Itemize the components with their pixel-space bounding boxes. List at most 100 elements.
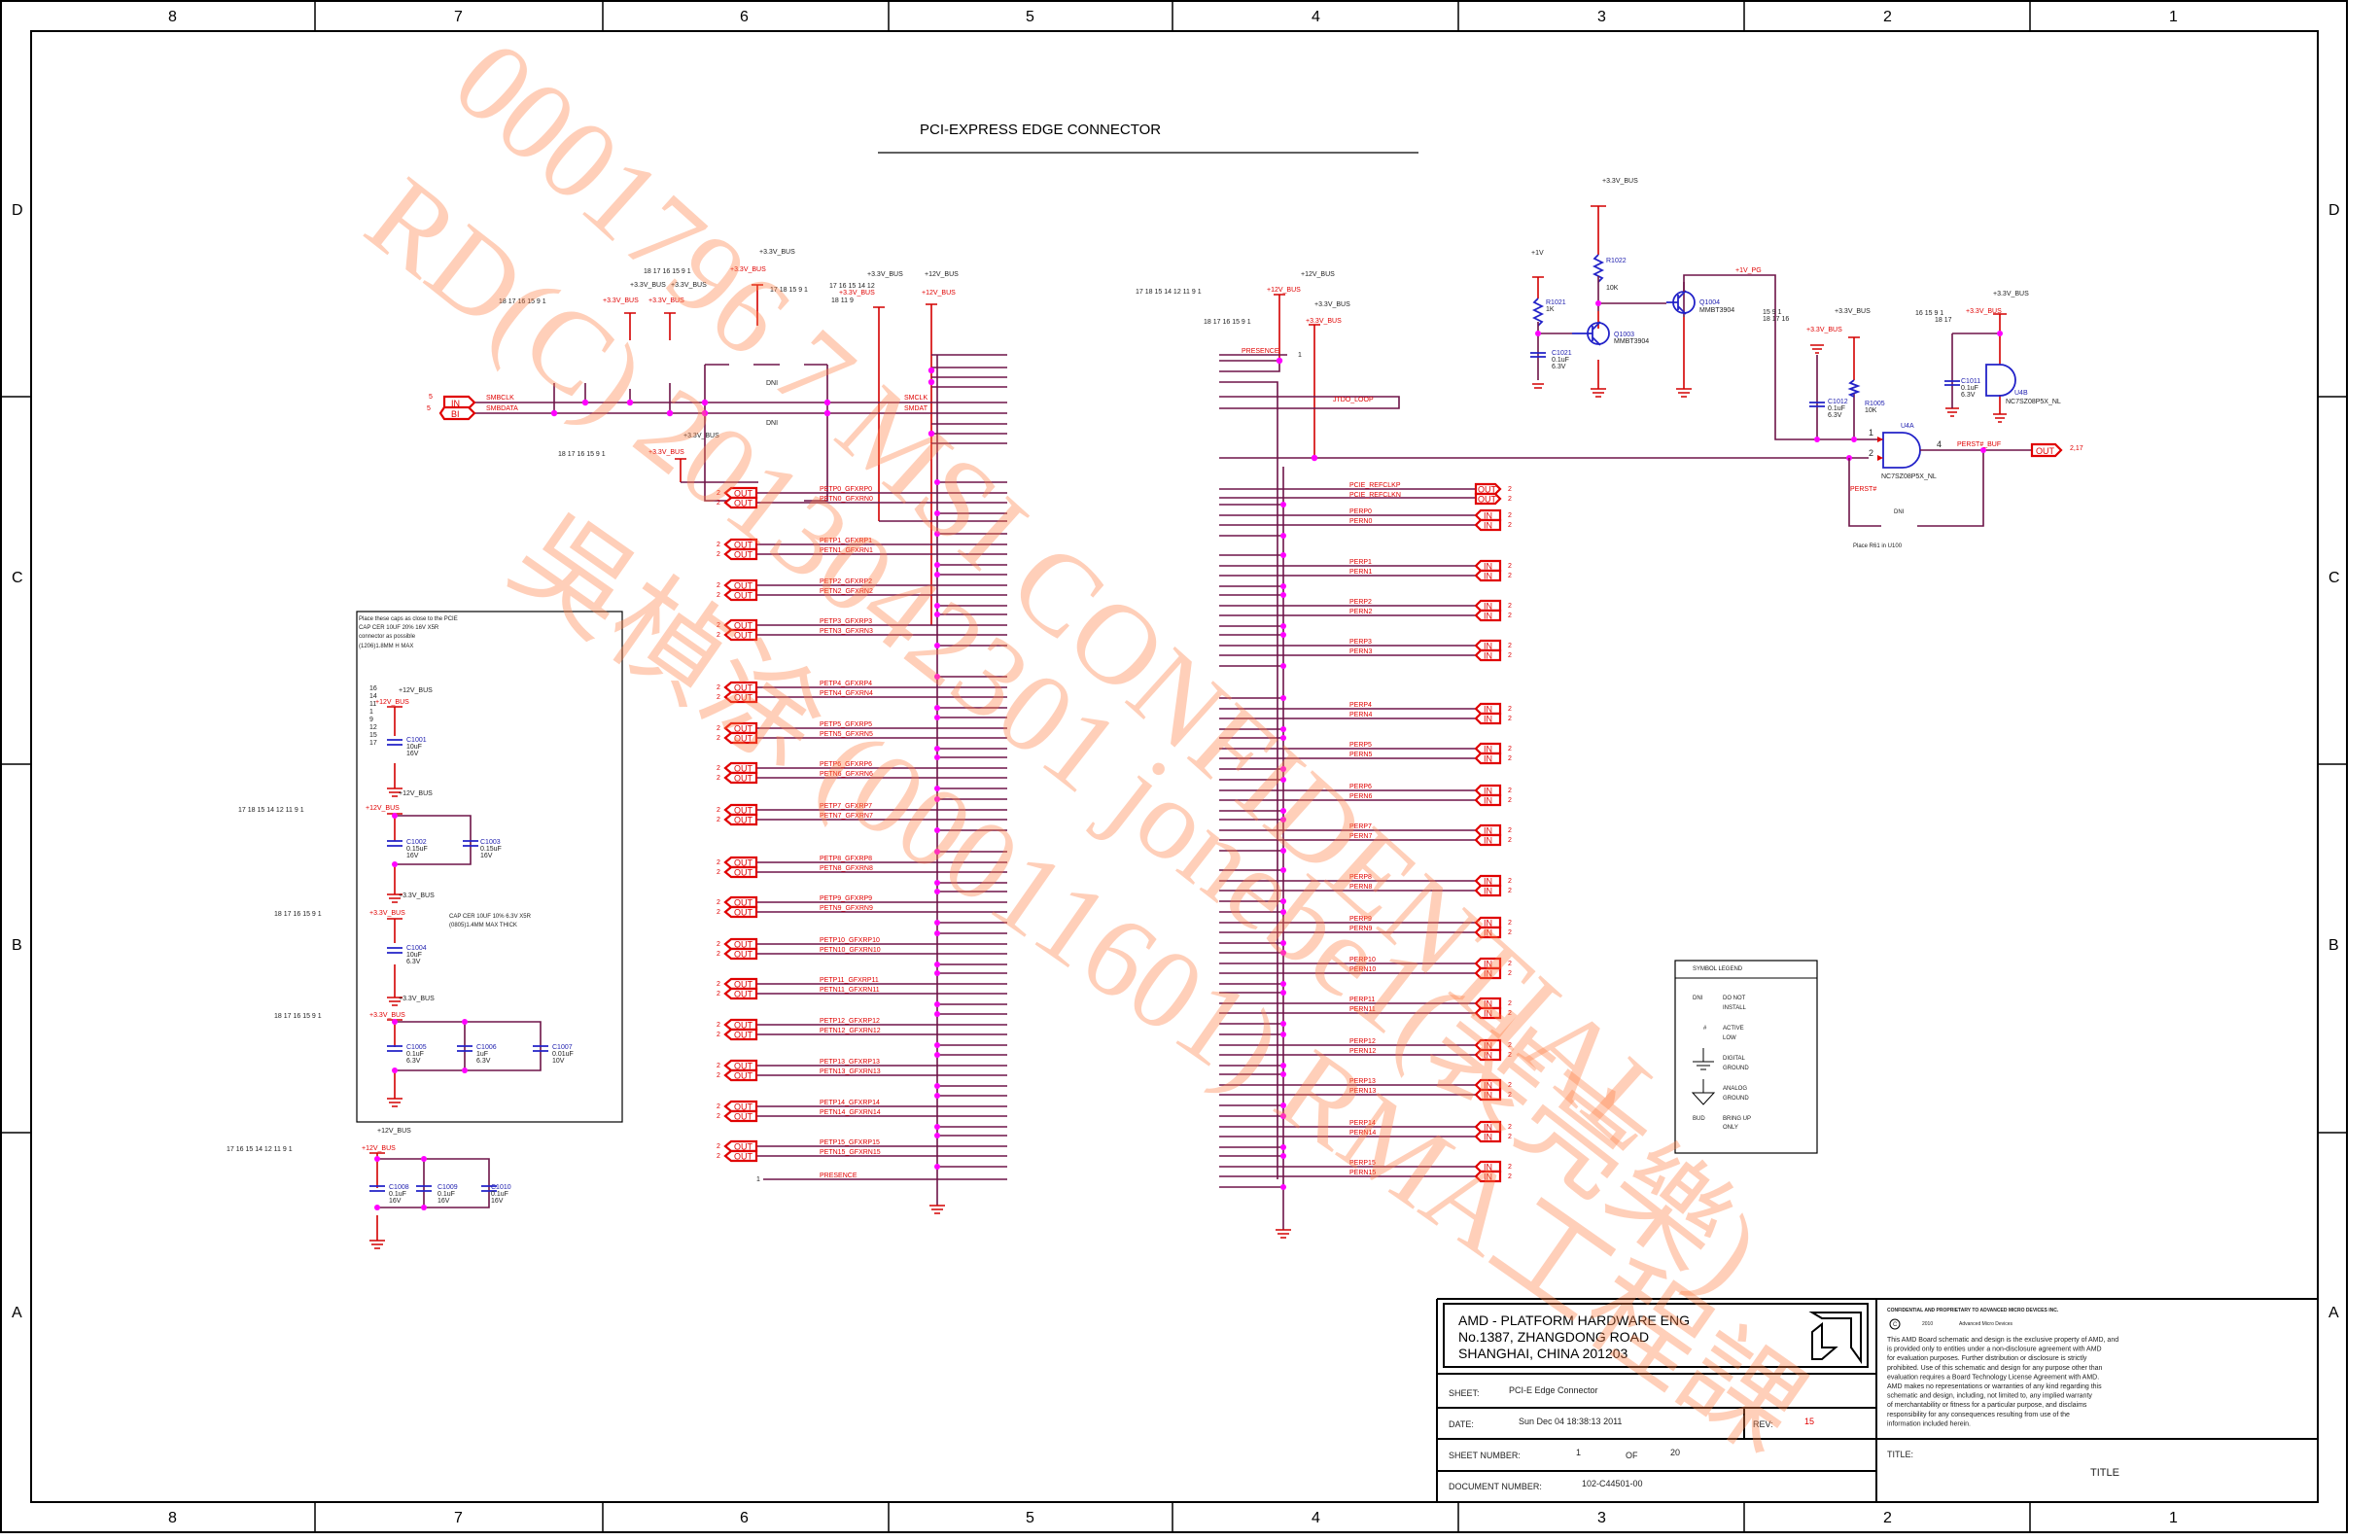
port-label: IN xyxy=(1484,1081,1492,1091)
tx-out-port[interactable]: OUT xyxy=(723,977,758,991)
rx-net-label: PERP15 xyxy=(1349,1160,1376,1167)
rx-in-port[interactable]: IN xyxy=(1474,742,1502,755)
rx-in-port[interactable]: IN xyxy=(1474,1130,1502,1143)
pin-number: 1 xyxy=(756,1176,760,1183)
rx-in-port[interactable]: IN xyxy=(1474,966,1502,980)
rx-in-port[interactable]: IN xyxy=(1474,1120,1502,1134)
rx-in-port[interactable]: IN xyxy=(1474,1006,1502,1020)
rx-net-label: PERP9 xyxy=(1349,916,1372,923)
rx-net-label: PERP5 xyxy=(1349,742,1372,749)
tx-out-port[interactable]: OUT xyxy=(723,803,758,817)
tx-out-port[interactable]: OUT xyxy=(723,1109,758,1123)
rx-in-port[interactable]: IN xyxy=(1474,639,1502,652)
junction-dot xyxy=(934,930,940,936)
rx-in-port[interactable]: IN xyxy=(1474,1048,1502,1062)
zone-column-label: 3 xyxy=(1597,9,1606,25)
legend-symbol: # xyxy=(1703,1026,1707,1032)
port-label: OUT xyxy=(734,1021,753,1031)
page-ref: 2 xyxy=(717,1063,720,1069)
legend-title: SYMBOL LEGEND xyxy=(1693,966,1743,972)
rx-in-port[interactable]: IN xyxy=(1474,1088,1502,1102)
zone-column-label: 7 xyxy=(454,1510,463,1526)
tx-out-port[interactable]: OUT xyxy=(723,1068,758,1082)
tx-out-port[interactable]: OUT xyxy=(723,486,758,500)
tx-out-port[interactable]: OUT xyxy=(723,618,758,632)
rx-net-label: PERP3 xyxy=(1349,639,1372,646)
rx-in-port[interactable]: IN xyxy=(1474,559,1502,573)
refclk-out-port[interactable]: OUT xyxy=(1474,482,1502,496)
tx-out-port[interactable]: OUT xyxy=(723,538,758,551)
tx-out-port[interactable]: OUT xyxy=(723,865,758,879)
page-ref: 2 xyxy=(1508,486,1512,493)
tx-out-port[interactable]: OUT xyxy=(723,578,758,592)
rx-in-port[interactable]: IN xyxy=(1474,833,1502,847)
smbdata-bi-port[interactable]: BI xyxy=(438,405,476,421)
rx-in-port[interactable]: IN xyxy=(1474,874,1502,888)
tx-out-port[interactable]: OUT xyxy=(723,813,758,826)
rx-in-port[interactable]: IN xyxy=(1474,784,1502,797)
port-label: IN xyxy=(1484,651,1492,661)
refclk-out-port[interactable]: OUT xyxy=(1474,492,1502,506)
tx-out-port[interactable]: OUT xyxy=(723,1018,758,1032)
rx-in-port[interactable]: IN xyxy=(1474,518,1502,532)
tx-out-port[interactable]: OUT xyxy=(723,771,758,785)
junction-dot xyxy=(1280,502,1286,508)
rx-in-port[interactable]: IN xyxy=(1474,1170,1502,1183)
rx-in-port[interactable]: IN xyxy=(1474,957,1502,970)
tx-out-port[interactable]: OUT xyxy=(723,628,758,642)
rx-in-port[interactable]: IN xyxy=(1474,884,1502,897)
tx-out-port[interactable]: OUT xyxy=(723,1100,758,1113)
rx-in-port[interactable]: IN xyxy=(1474,1038,1502,1052)
page-ref: 2 xyxy=(717,684,720,691)
tx-out-port[interactable]: OUT xyxy=(723,1149,758,1163)
port-label: OUT xyxy=(734,1031,753,1040)
tx-out-port[interactable]: OUT xyxy=(723,856,758,869)
port-label: OUT xyxy=(734,990,753,999)
rx-in-port[interactable]: IN xyxy=(1474,916,1502,929)
legend-desc: DO NOT xyxy=(1723,996,1746,1001)
rx-in-port[interactable]: IN xyxy=(1474,569,1502,582)
rx-in-port[interactable]: IN xyxy=(1474,793,1502,807)
tx-out-port[interactable]: OUT xyxy=(723,690,758,704)
page-ref: 2,17 xyxy=(2070,445,2083,452)
tx-out-port[interactable]: OUT xyxy=(723,937,758,951)
rx-in-port[interactable]: IN xyxy=(1474,702,1502,716)
tx-out-port[interactable]: OUT xyxy=(723,905,758,919)
volt-c1006: 6.3V xyxy=(476,1058,491,1065)
page-ref: 2 xyxy=(717,622,720,629)
port-label: OUT xyxy=(734,499,753,508)
pin-list: 17 18 15 14 12 11 9 1 xyxy=(1136,289,1202,296)
tx-out-port[interactable]: OUT xyxy=(723,1139,758,1153)
rx-in-port[interactable]: IN xyxy=(1474,823,1502,837)
tx-out-port[interactable]: OUT xyxy=(723,547,758,561)
tx-out-port[interactable]: OUT xyxy=(723,1028,758,1041)
rx-in-port[interactable]: IN xyxy=(1474,508,1502,522)
junction-dot xyxy=(1280,817,1286,822)
tx-out-port[interactable]: OUT xyxy=(723,681,758,694)
tx-out-port[interactable]: OUT xyxy=(723,761,758,775)
tx-out-port[interactable]: OUT xyxy=(723,895,758,909)
symbol-legend: SYMBOL LEGEND DNI DO NOT INSTALL # ACTIV… xyxy=(1674,960,1818,1154)
tx-out-port[interactable]: OUT xyxy=(723,588,758,602)
perst-buf-out-port[interactable]: OUT xyxy=(2030,442,2063,458)
tx-out-port[interactable]: OUT xyxy=(723,496,758,509)
rx-in-port[interactable]: IN xyxy=(1474,599,1502,612)
tx-out-port[interactable]: OUT xyxy=(723,721,758,735)
rx-in-port[interactable]: IN xyxy=(1474,926,1502,939)
rx-in-port[interactable]: IN xyxy=(1474,997,1502,1010)
rx-in-port[interactable]: IN xyxy=(1474,1160,1502,1173)
tx-out-port[interactable]: OUT xyxy=(723,947,758,961)
port-label: IN xyxy=(1484,1041,1492,1051)
tx-net-label: PETN13_GFXRN13 xyxy=(820,1068,881,1075)
junction-dot xyxy=(934,880,940,886)
rx-in-port[interactable]: IN xyxy=(1474,712,1502,725)
tx-out-port[interactable]: OUT xyxy=(723,1059,758,1072)
port-label: IN xyxy=(1484,715,1492,724)
rx-in-port[interactable]: IN xyxy=(1474,752,1502,765)
rx-in-port[interactable]: IN xyxy=(1474,1078,1502,1092)
tx-net-label: PETN6_GFXRN6 xyxy=(820,771,873,778)
rx-in-port[interactable]: IN xyxy=(1474,648,1502,662)
tx-out-port[interactable]: OUT xyxy=(723,987,758,1000)
tx-out-port[interactable]: OUT xyxy=(723,731,758,745)
rx-in-port[interactable]: IN xyxy=(1474,609,1502,622)
